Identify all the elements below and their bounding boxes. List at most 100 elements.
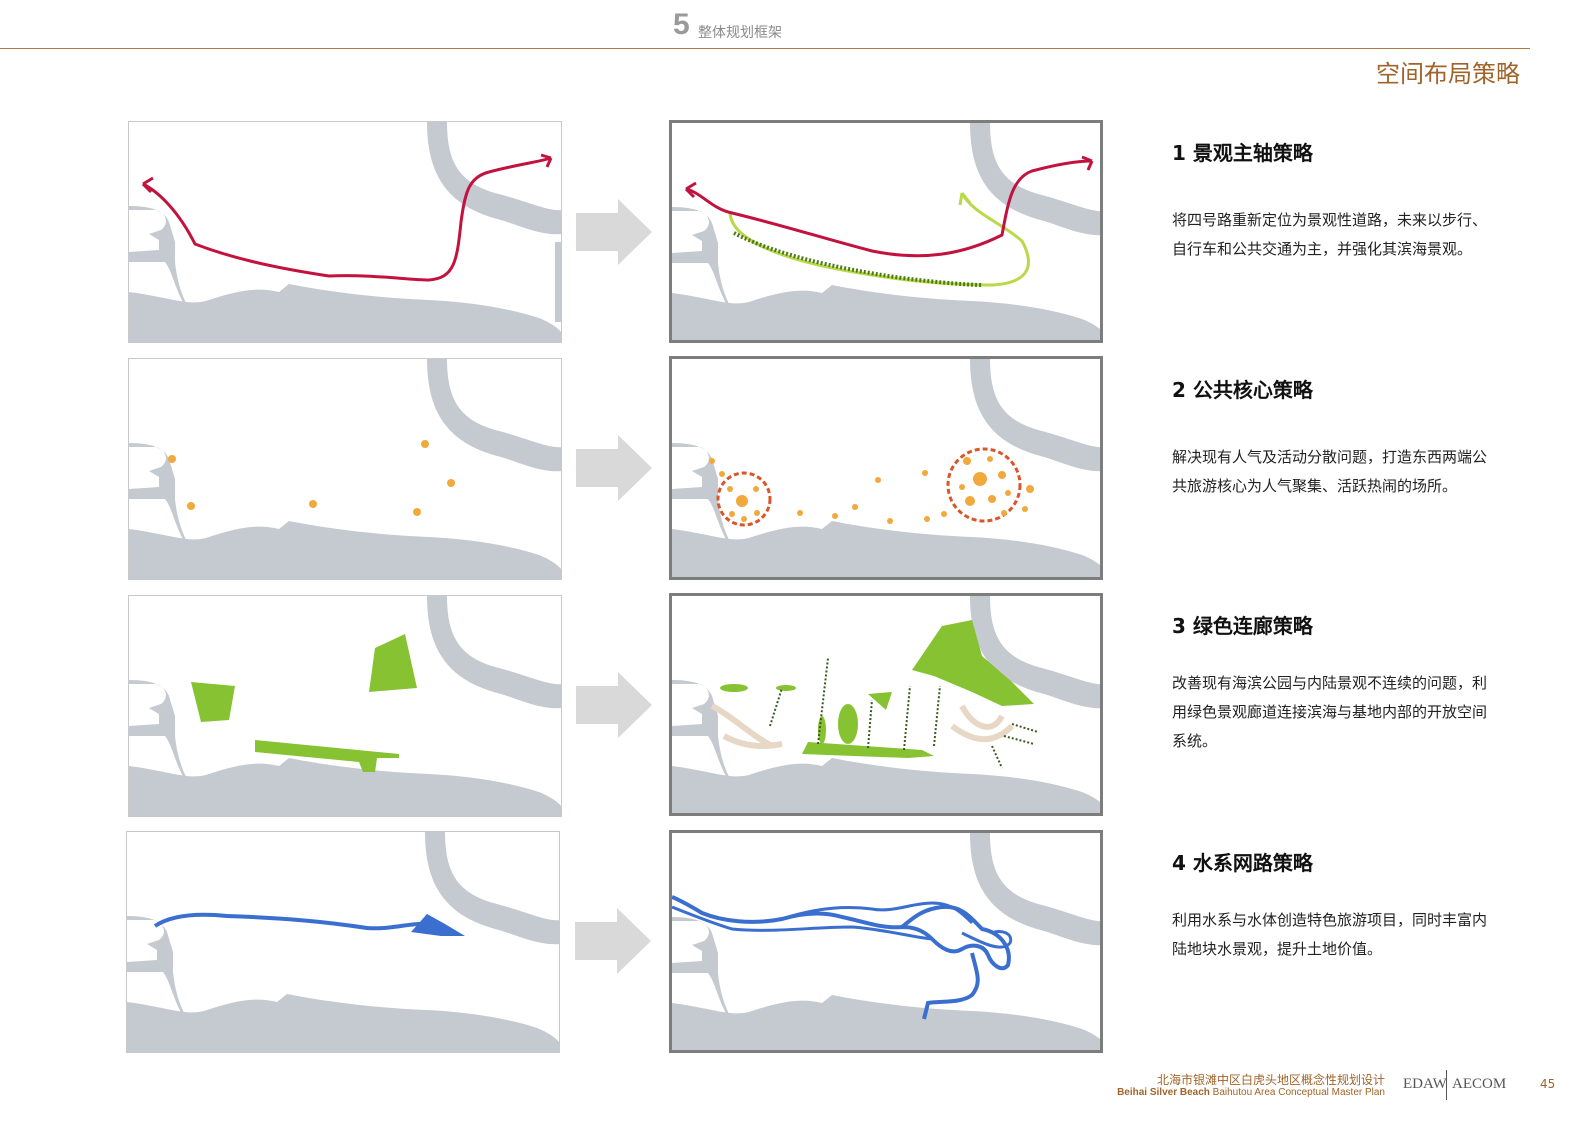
section-body-1: 将四号路重新定位为景观性道路，未来以步行、 自行车和公共交通为主，并强化其滨海景… (1172, 206, 1517, 264)
axis-before-map (128, 121, 562, 343)
core-before-map (128, 358, 562, 580)
transition-arrow-icon (576, 435, 652, 501)
bay-land-shape (425, 832, 559, 945)
section-body-line: 陆地块水景观，提升土地价值。 (1172, 940, 1383, 958)
core-point (727, 486, 733, 492)
west-core-ring (716, 471, 772, 527)
activity-point (852, 504, 858, 510)
core-point (998, 471, 1006, 479)
activity-point (309, 500, 317, 508)
core-point (753, 486, 759, 492)
bay-land-shape (427, 359, 561, 472)
green-pocket (868, 692, 892, 710)
green-space-patch (255, 740, 399, 772)
core-point (1022, 506, 1028, 512)
activity-point (922, 470, 928, 476)
section-heading-2: 2 公共核心策略 (1172, 378, 1313, 402)
water-before-map (126, 831, 560, 1053)
core-point (965, 496, 975, 506)
footer-title-cn: 北海市银滩中区白虎头地区概念性规划设计 (1156, 1073, 1385, 1087)
harbor-land-shape (672, 680, 738, 791)
core-point (963, 457, 971, 465)
green-pocket (720, 684, 748, 692)
corridor-arrow (867, 699, 873, 749)
section-body-2: 解决现有人气及活动分散问题，打造东西两端公 共旅游核心为人气聚集、活跃热闹的场所… (1172, 443, 1517, 501)
section-body-line: 共旅游核心为人气聚集、活跃热闹的场所。 (1172, 477, 1458, 495)
bay-land-shape (970, 596, 1100, 709)
coastal-path-beige (710, 703, 1015, 749)
corridor-arrow (817, 657, 829, 745)
corridor-arrow (903, 685, 911, 751)
aecom-logo: AECOM (1452, 1076, 1507, 1092)
corridor-arrow (991, 745, 1003, 769)
green-corridor (912, 620, 1034, 706)
activity-point (924, 516, 930, 522)
core-point (987, 456, 993, 462)
section-heading-1: 1 景观主轴策略 (1172, 141, 1313, 165)
activity-point (421, 440, 429, 448)
water-network (922, 952, 980, 1020)
water-channel (153, 912, 429, 931)
corridor-arrow (769, 687, 783, 727)
east-edge-shape (555, 242, 561, 322)
axis-after-map (669, 120, 1103, 343)
section-heading-4: 4 水系网路策略 (1172, 851, 1313, 875)
core-point (729, 511, 735, 517)
green-space-patch (369, 634, 417, 692)
activity-point (887, 518, 893, 524)
harbor-land-shape (129, 680, 195, 791)
green-arrow-head (958, 192, 972, 206)
harbor-land-shape (672, 443, 738, 554)
corridor-arrow (1003, 735, 1035, 745)
landscape-axis-existing (142, 156, 552, 282)
green-loop-route-dotted (733, 231, 983, 287)
core-point (754, 510, 760, 516)
harbor-land-shape (672, 917, 738, 1028)
section-body-line: 用绿色景观廊道连接滨海与基地内部的开放空间 (1172, 703, 1488, 721)
arrow-head-west (684, 181, 697, 199)
coast-land-shape (672, 521, 1100, 577)
section-body-line: 解决现有人气及活动分散问题，打造东西两端公 (1172, 448, 1488, 466)
water-network (672, 905, 933, 941)
header-divider (0, 48, 1530, 49)
core-point (1001, 510, 1007, 516)
bay-land-shape (970, 123, 1100, 236)
harbor-land-shape (672, 207, 738, 318)
page-title: 空间布局策略 (1376, 60, 1520, 88)
water-network (781, 901, 974, 925)
core-point (959, 484, 965, 490)
transition-arrow-icon (576, 199, 652, 265)
green-pocket (838, 704, 858, 744)
section-body-3: 改善现有海滨公园与内陆景观不连续的问题，利 用绿色景观廊道连接滨海与基地内部的开… (1172, 669, 1517, 756)
activity-point (797, 510, 803, 516)
bay-land-shape (427, 122, 561, 235)
section-body-4: 利用水系与水体创造特色旅游项目，同时丰富内 陆地块水景观，提升土地价值。 (1172, 906, 1517, 964)
water-after-map (669, 830, 1103, 1053)
activity-point (168, 455, 176, 463)
coast-land-shape (127, 994, 559, 1052)
bay-land-shape (427, 596, 561, 709)
harbor-land-shape (127, 916, 193, 1027)
water-network (672, 895, 1011, 971)
coast-land-shape (672, 285, 1100, 340)
harbor-land-shape (129, 443, 195, 554)
activity-point (447, 479, 455, 487)
coast-land-shape (129, 758, 561, 816)
east-core-center (973, 472, 987, 486)
edaw-logo: EDAW (1403, 1076, 1447, 1092)
activity-point (832, 513, 838, 519)
page-number: 45 (1540, 1077, 1556, 1091)
arrow-head-west (141, 176, 154, 194)
coast-land-shape (129, 521, 561, 579)
core-point (709, 458, 715, 464)
coast-land-shape (129, 284, 561, 342)
footer-title-en-rest: Baihutou Area Conceptual Master Plan (1209, 1087, 1385, 1098)
green-space-patch (191, 682, 235, 722)
east-core-ring (946, 447, 1022, 523)
bay-land-shape (970, 833, 1100, 946)
green-corridor (802, 742, 934, 758)
core-point (1005, 490, 1011, 496)
arrow-head-east (1081, 155, 1094, 171)
core-point (1026, 485, 1034, 493)
landscape-axis-new (685, 159, 1093, 258)
